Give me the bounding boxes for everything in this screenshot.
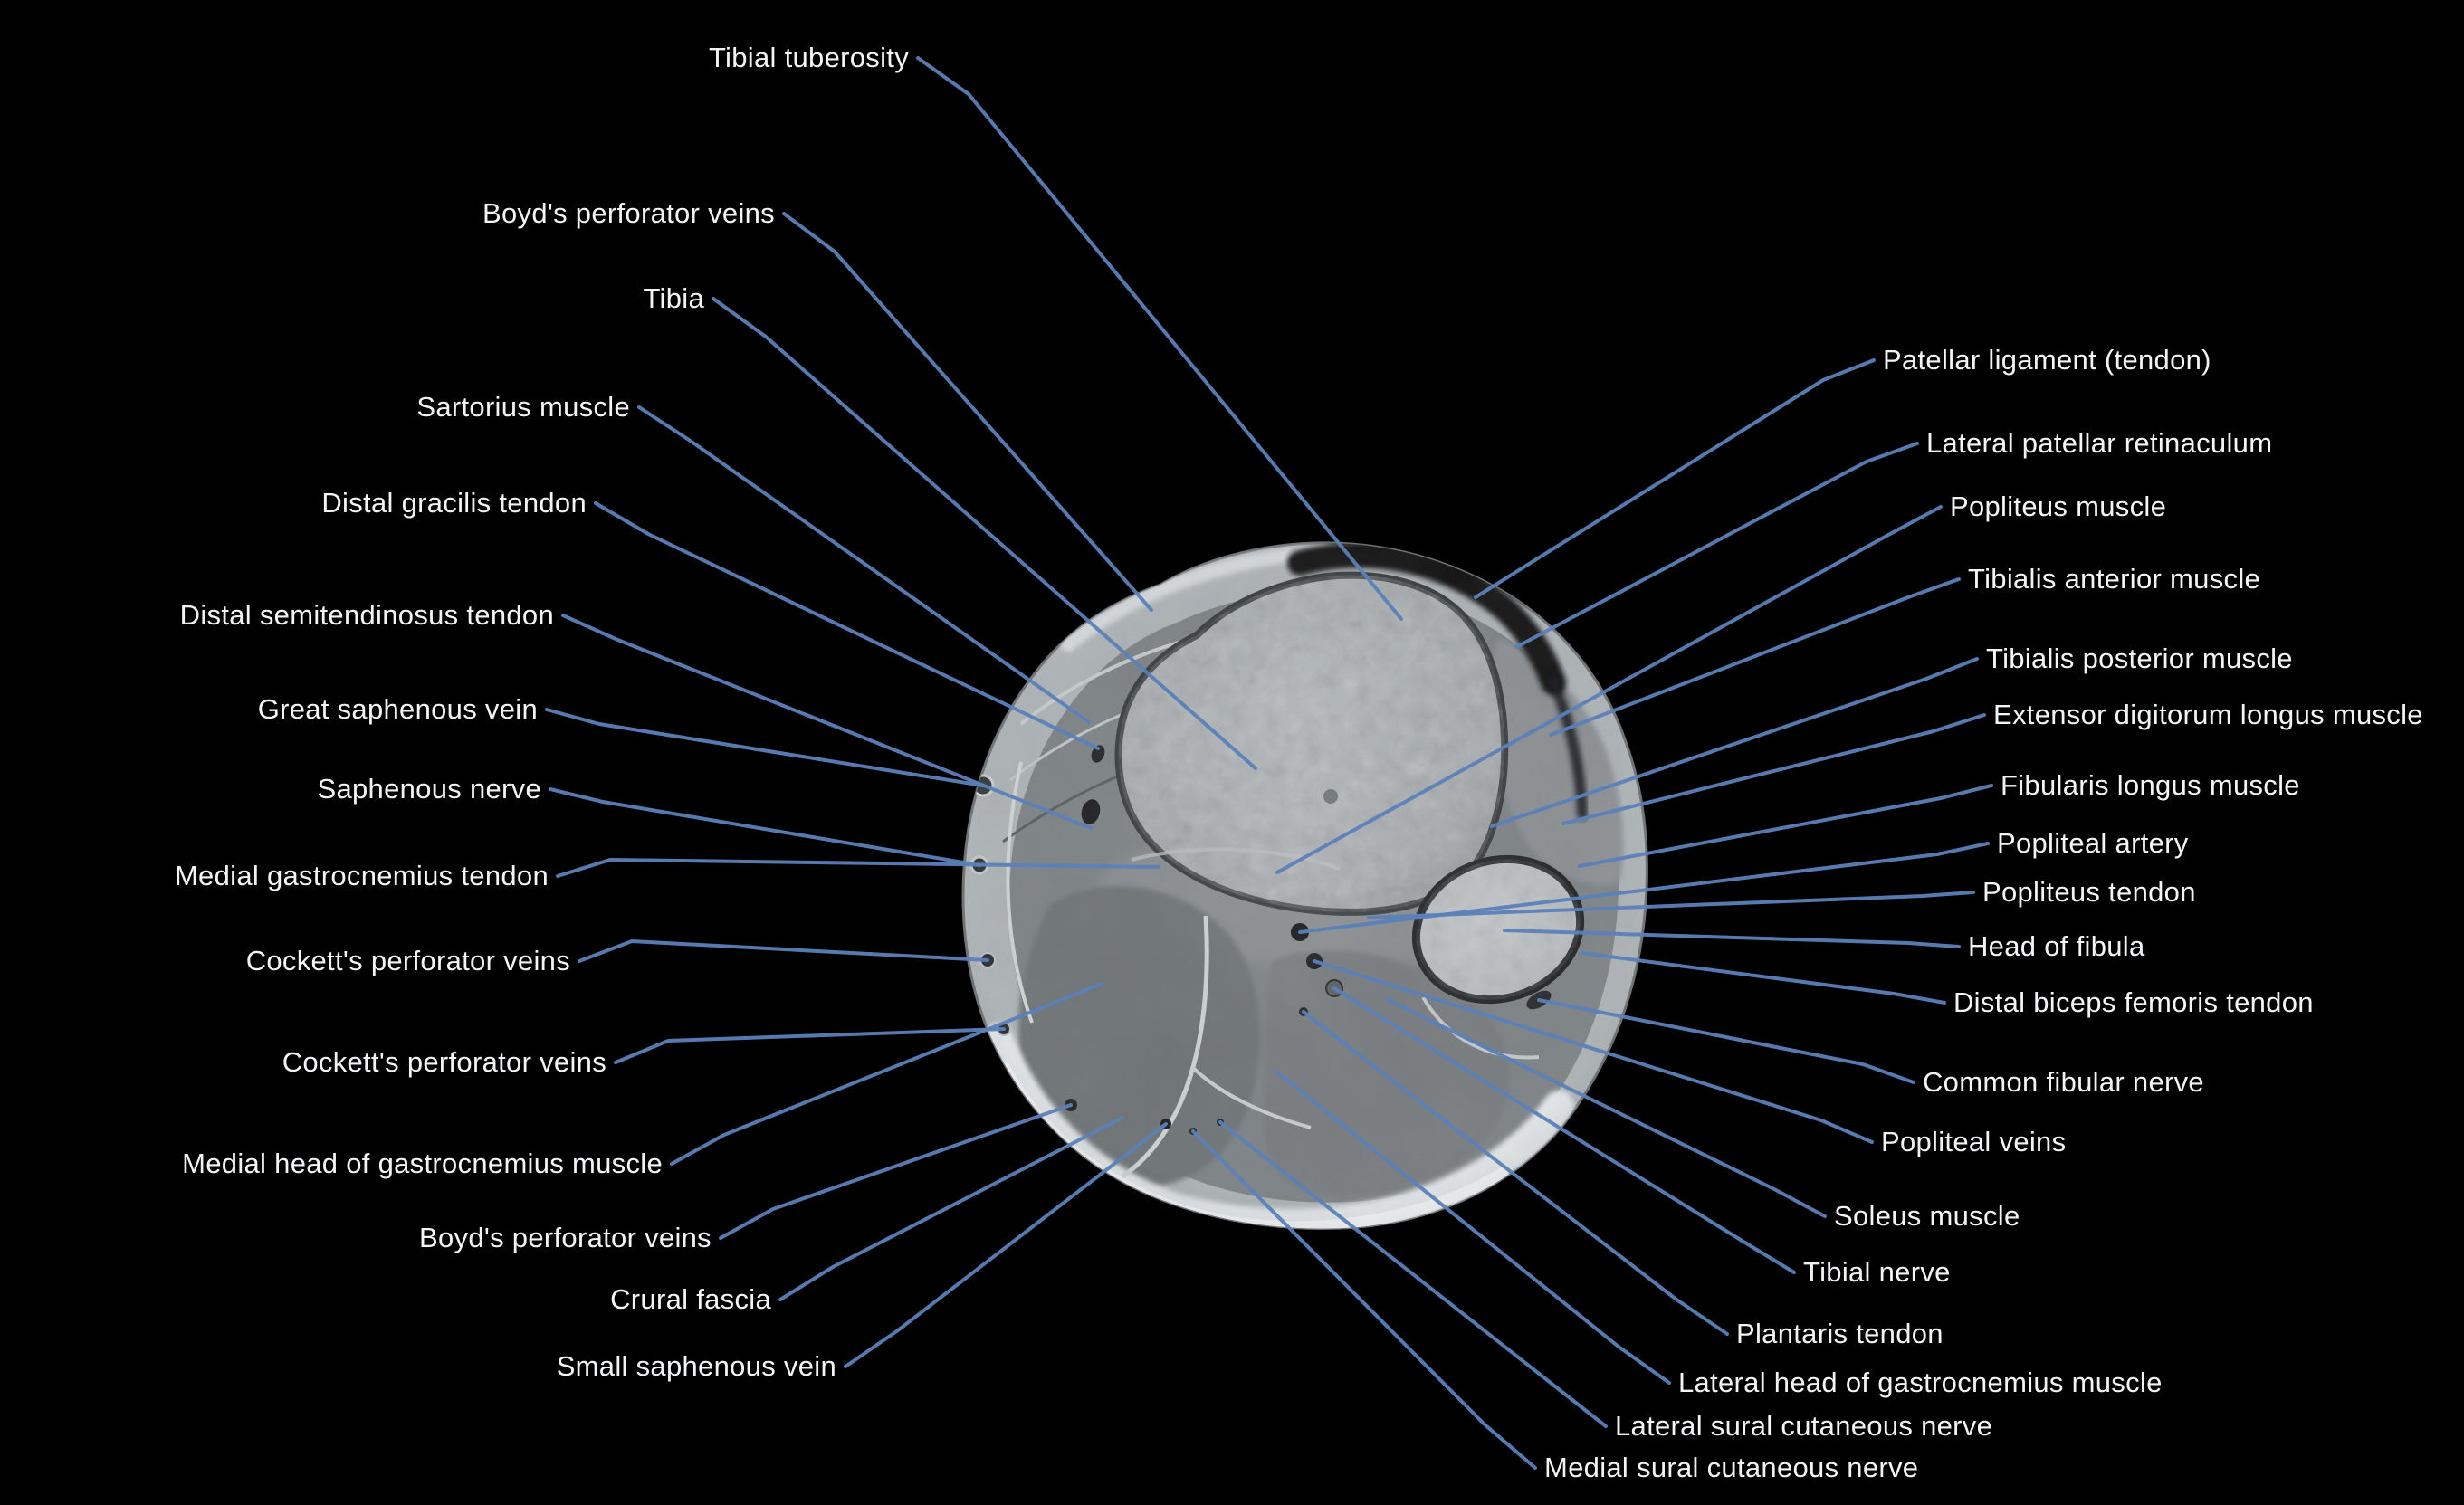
anatomy-label-medial-head-of-gastrocnemius-muscle[interactable]: Medial head of gastrocnemius muscle [182, 1148, 663, 1179]
leader-line-patellar-ligament-tendon [1474, 358, 1876, 599]
anatomy-label-popliteal-veins[interactable]: Popliteal veins [1881, 1126, 2067, 1157]
leader-line-crural-fascia [778, 1116, 1124, 1301]
anatomy-label-sartorius-muscle[interactable]: Sartorius muscle [416, 391, 630, 423]
leader-line-sartorius-muscle [637, 405, 1091, 724]
anatomy-label-lateral-head-of-gastrocnemius-muscle[interactable]: Lateral head of gastrocnemius muscle [1678, 1367, 2163, 1398]
leader-line-saphenous-nerve [549, 787, 981, 867]
leader-line-distal-biceps-femoris-tendon [1580, 951, 1946, 1005]
leader-line-medial-gastrocnemius-tendon [556, 858, 1160, 878]
vignette [963, 542, 1647, 1229]
leader-line-tibial-nerve [1332, 986, 1796, 1274]
anatomy-label-extensor-digitorum-longus-muscle[interactable]: Extensor digitorum longus muscle [1993, 699, 2423, 730]
anatomy-label-medial-gastrocnemius-tendon[interactable]: Medial gastrocnemius tendon [174, 860, 549, 891]
leader-line-popliteus-tendon [1367, 891, 1975, 919]
anatomy-label-soleus-muscle[interactable]: Soleus muscle [1834, 1200, 2020, 1232]
leader-line-boyds-perforator-veins-2 [719, 1103, 1073, 1240]
leader-line-cocketts-perforator-veins-1 [578, 939, 989, 963]
anatomy-label-medial-sural-cutaneous-nerve[interactable]: Medial sural cutaneous nerve [1544, 1452, 1919, 1483]
anatomy-label-popliteus-muscle[interactable]: Popliteus muscle [1950, 491, 2167, 522]
anatomy-label-cocketts-perforator-veins-1[interactable]: Cockett's perforator veins [245, 945, 570, 976]
leader-line-popliteus-muscle [1275, 505, 1943, 874]
anatomy-label-lateral-sural-cutaneous-nerve[interactable]: Lateral sural cutaneous nerve [1615, 1410, 1993, 1442]
anatomy-label-plantaris-tendon[interactable]: Plantaris tendon [1736, 1318, 1944, 1349]
anatomy-label-cocketts-perforator-veins-2[interactable]: Cockett's perforator veins [282, 1046, 606, 1078]
leader-line-distal-gracilis-tendon [594, 501, 1100, 750]
leader-line-soleus-muscle [1385, 997, 1827, 1218]
anatomy-label-fibularis-longus-muscle[interactable]: Fibularis longus muscle [2001, 769, 2300, 801]
leader-line-fibularis-longus-muscle [1578, 784, 1993, 868]
leader-line-tibialis-posterior-muscle [1490, 657, 1979, 828]
leader-line-tibia [712, 297, 1257, 770]
anatomy-label-tibialis-anterior-muscle[interactable]: Tibialis anterior muscle [1968, 563, 2261, 595]
leader-line-great-saphenous-vein [545, 708, 985, 787]
anatomy-label-tibialis-posterior-muscle[interactable]: Tibialis posterior muscle [1986, 643, 2293, 674]
leader-line-head-of-fibula [1503, 929, 1961, 948]
anatomy-label-boyds-perforator-veins-1[interactable]: Boyd's perforator veins [482, 197, 775, 229]
anatomy-label-tibial-tuberosity[interactable]: Tibial tuberosity [708, 42, 909, 73]
leader-line-lateral-sural-cutaneous-nerve [1218, 1120, 1608, 1428]
anatomy-label-distal-gracilis-tendon[interactable]: Distal gracilis tendon [321, 487, 587, 519]
anatomy-label-distal-biceps-femoris-tendon[interactable]: Distal biceps femoris tendon [1953, 986, 2314, 1018]
leader-line-boyds-perforator-veins-1 [782, 212, 1153, 612]
anatomy-label-popliteus-tendon[interactable]: Popliteus tendon [1982, 876, 2196, 908]
leader-line-common-fibular-nerve [1537, 998, 1915, 1084]
leader-line-extensor-digitorum-longus-muscle [1561, 713, 1986, 825]
leader-line-popliteal-artery [1298, 842, 1990, 934]
anatomy-label-distal-semitendinosus-tendon[interactable]: Distal semitendinosus tendon [179, 599, 554, 631]
mri-image[interactable] [950, 534, 1666, 1240]
anatomy-label-tibia[interactable]: Tibia [643, 282, 704, 314]
leader-line-tibial-tuberosity [916, 56, 1403, 621]
anatomy-label-saphenous-nerve[interactable]: Saphenous nerve [317, 773, 541, 805]
leader-line-popliteal-veins [1313, 959, 1874, 1144]
leader-line-medial-sural-cutaneous-nerve [1191, 1129, 1537, 1470]
anatomy-label-patellar-ligament-tendon[interactable]: Patellar ligament (tendon) [1883, 344, 2211, 376]
leader-line-tibialis-anterior-muscle [1549, 577, 1961, 737]
leader-line-lateral-head-of-gastrocnemius-muscle [1275, 1070, 1671, 1385]
leader-lines [545, 56, 1993, 1470]
leader-line-distal-semitendinosus-tendon [561, 614, 1093, 830]
anatomy-label-head-of-fibula[interactable]: Head of fibula [1968, 930, 2145, 962]
anatomy-label-great-saphenous-vein[interactable]: Great saphenous vein [257, 693, 538, 725]
anatomy-label-boyds-perforator-veins-2[interactable]: Boyd's perforator veins [419, 1222, 712, 1253]
anatomy-label-lateral-patellar-retinaculum[interactable]: Lateral patellar retinaculum [1926, 427, 2273, 459]
leader-line-lateral-patellar-retinaculum [1514, 442, 1919, 649]
anatomy-label-small-saphenous-vein[interactable]: Small saphenous vein [556, 1350, 836, 1382]
leader-line-medial-head-of-gastrocnemius-muscle [670, 982, 1103, 1166]
leader-line-cocketts-perforator-veins-2 [614, 1027, 1006, 1064]
anatomy-label-common-fibular-nerve[interactable]: Common fibular nerve [1923, 1066, 2204, 1098]
leader-line-plantaris-tendon [1302, 1010, 1729, 1336]
leader-line-small-saphenous-vein [844, 1122, 1168, 1368]
anatomy-label-popliteal-artery[interactable]: Popliteal artery [1997, 827, 2189, 859]
anatomy-label-tibial-nerve[interactable]: Tibial nerve [1803, 1256, 1951, 1288]
anatomy-label-crural-fascia[interactable]: Crural fascia [610, 1283, 771, 1315]
